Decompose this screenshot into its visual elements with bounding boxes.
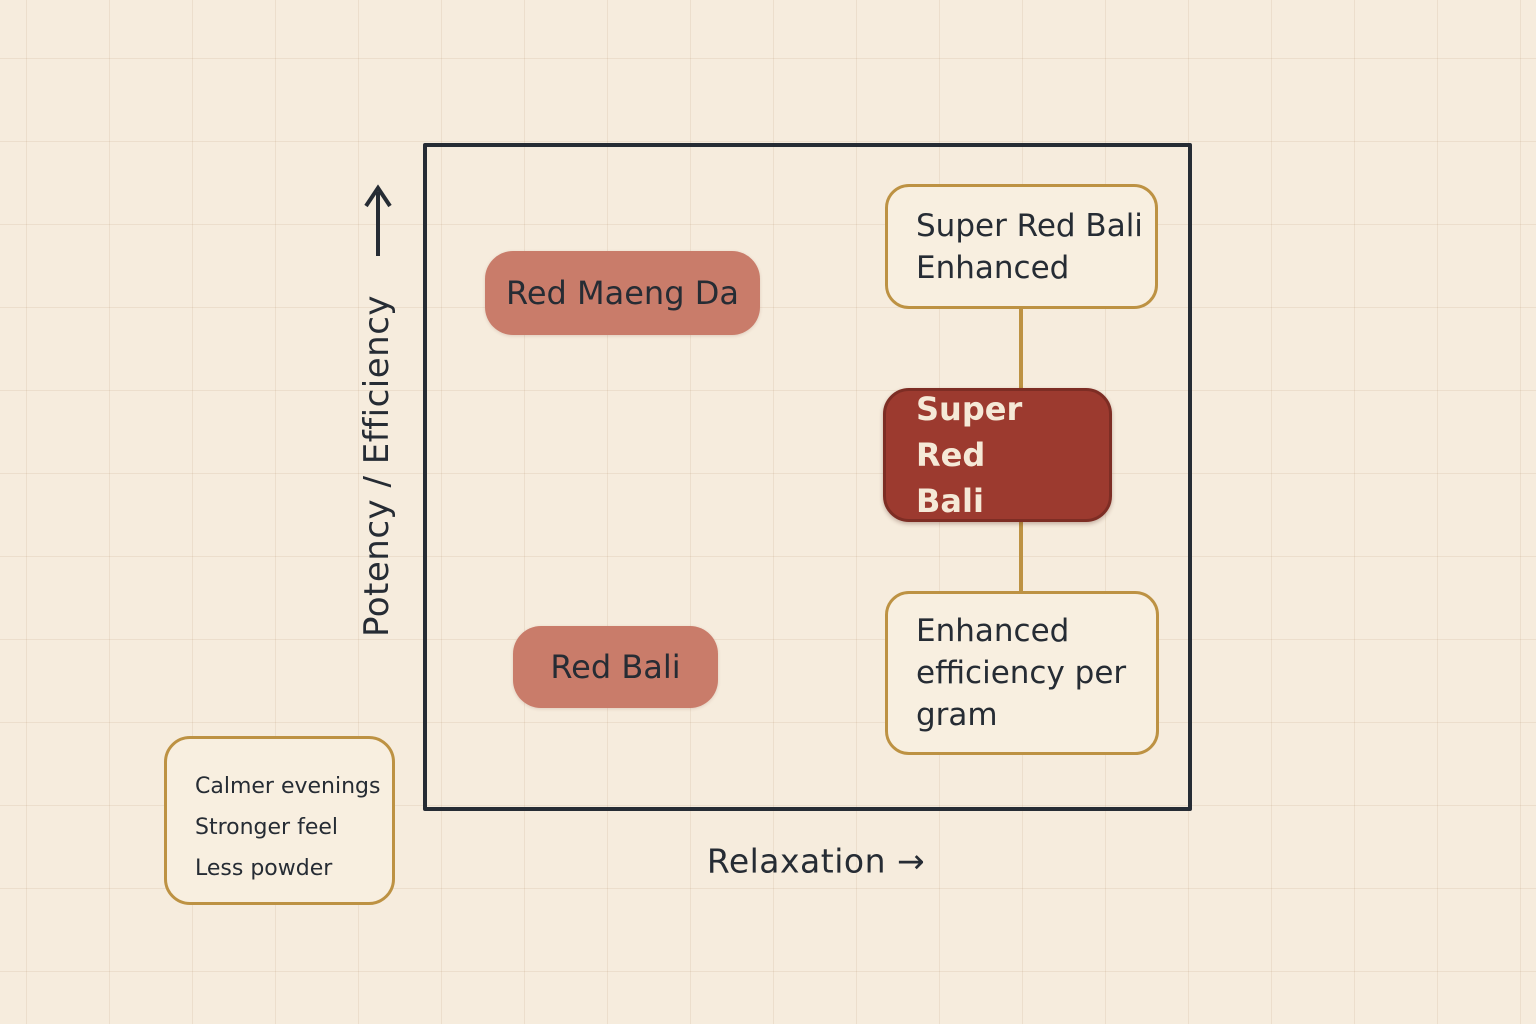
legend-item: Stronger feel — [195, 815, 339, 840]
node-red-maeng-da: Red Maeng Da — [485, 251, 760, 335]
connector-enhanced-to-super — [1019, 309, 1023, 389]
legend-box: Calmer evenings Stronger feel Less powde… — [164, 736, 395, 905]
chart-frame — [423, 143, 1192, 811]
node-enhanced-efficiency: Enhanced efficiency per gram — [885, 591, 1159, 755]
legend-item: Calmer evenings — [195, 774, 381, 799]
node-super-red-bali: Super Red Bali — [883, 388, 1112, 522]
connector-super-to-efficiency — [1019, 521, 1023, 592]
y-axis-label: Potency / Efficiency — [357, 294, 397, 638]
x-axis-label: Relaxation → — [706, 841, 926, 881]
node-super-red-bali-enhanced: Super Red Bali Enhanced — [885, 184, 1158, 309]
node-red-bali: Red Bali — [513, 626, 718, 708]
legend-item: Less powder — [195, 856, 333, 881]
up-arrow-icon — [364, 184, 392, 256]
